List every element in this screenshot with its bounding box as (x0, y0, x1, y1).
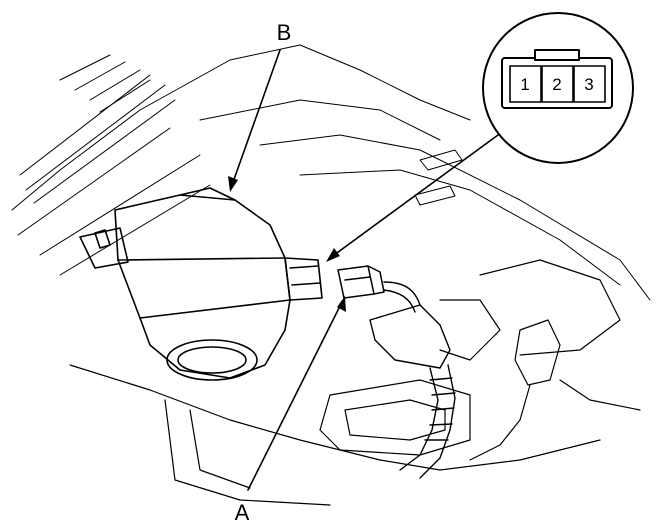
callout-leader (329, 134, 499, 259)
connector-callout (482, 12, 634, 164)
body-panel-lines (11, 44, 651, 301)
label-a: A (235, 500, 250, 525)
pin-box-1 (509, 65, 542, 103)
pin-label-1: 1 (520, 75, 529, 94)
label-b: B (277, 20, 292, 45)
pin-box-3 (573, 65, 606, 103)
sensor-unit (79, 187, 323, 381)
lower-bracket (69, 259, 641, 506)
leader-a (247, 301, 343, 491)
arrowhead-callout (326, 248, 340, 262)
leader-b (231, 49, 281, 186)
pin-label-3: 3 (584, 75, 593, 94)
arrowhead-b (228, 176, 238, 192)
harness-connector (337, 265, 385, 299)
arrowheads (228, 176, 346, 312)
wire-harness (369, 281, 456, 479)
leader-lines (231, 49, 499, 491)
pin-label-2: 2 (552, 75, 561, 94)
pin-box-2 (541, 65, 574, 103)
arrowhead-a (337, 296, 346, 312)
